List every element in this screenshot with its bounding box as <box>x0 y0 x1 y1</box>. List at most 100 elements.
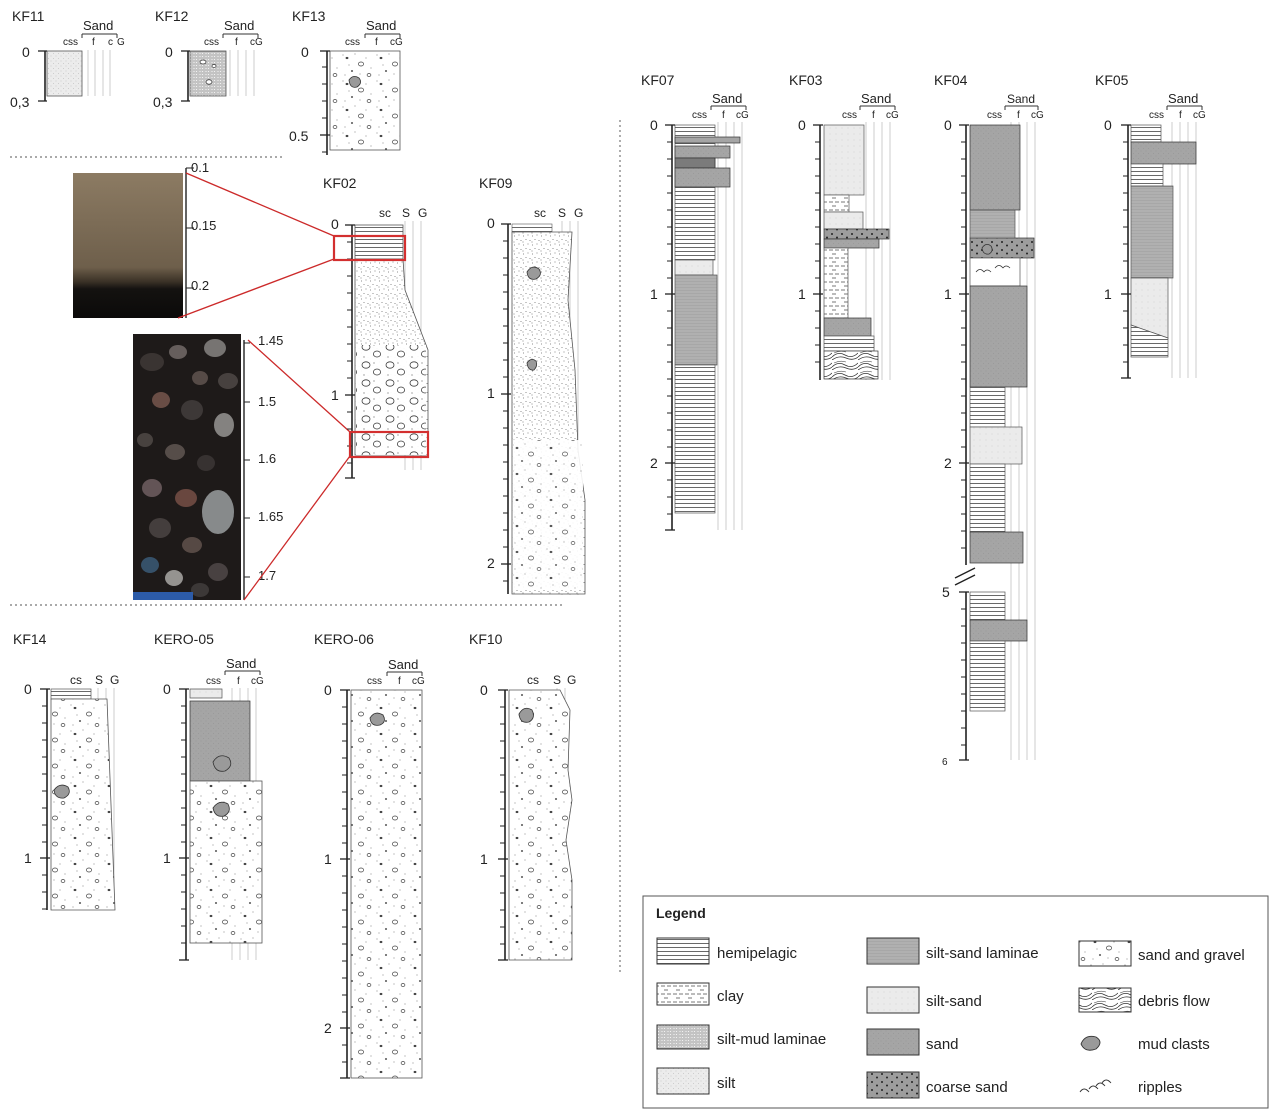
grain-S: S <box>402 206 410 220</box>
photo-scale: 1.45 <box>258 333 283 348</box>
depth-label: 0 <box>480 682 488 698</box>
legend-swatch-debris-flow <box>1078 987 1132 1013</box>
mud-clasts-icon <box>1080 1035 1101 1051</box>
grain-S: S <box>95 673 103 687</box>
grain-f: f <box>1179 110 1182 121</box>
column-title: KF09 <box>479 175 513 191</box>
sand-gravel-bed <box>50 698 116 911</box>
mud-clast-icon <box>526 266 541 280</box>
grain-css: css <box>1149 110 1164 121</box>
photo-scale: 1.5 <box>258 394 276 409</box>
depth-label: 2 <box>487 555 495 571</box>
core-photo-top: 0.1 0.15 0.2 <box>73 160 335 319</box>
legend-swatch-sand <box>866 1028 920 1056</box>
column-kf04: KF04 Sand css f cG <box>934 72 1044 768</box>
legend-swatch-silt-sand <box>866 986 920 1014</box>
grain-S: S <box>558 206 566 220</box>
legend-label: silt-mud laminae <box>717 1031 826 1048</box>
grain-css: css <box>345 37 360 48</box>
depth-label: 0 <box>798 117 806 133</box>
column-kf09: KF09 sc S G 0 1 2 <box>479 175 586 595</box>
column-kf14: KF14 cs S G 0 1 <box>13 631 119 911</box>
legend-label: sand and gravel <box>1138 947 1245 964</box>
depth-label: 0 <box>301 44 309 60</box>
sand-gravel-bed <box>329 50 401 151</box>
grain-f: f <box>872 110 875 121</box>
gravel-bed <box>356 345 426 455</box>
grain-css: css <box>692 110 707 121</box>
legend-swatch-silt <box>656 1067 710 1095</box>
grain-cG: cG <box>250 37 263 48</box>
column-kero-06: KERO-06 Sand css f cG 0 1 2 <box>314 631 425 1079</box>
mud-clast-icon <box>526 359 538 371</box>
legend-label: debris flow <box>1138 993 1210 1010</box>
grain-g: G <box>117 37 125 48</box>
mud-clast-icon <box>981 244 993 255</box>
grain-f: f <box>1017 110 1020 121</box>
photo-scale: 0.2 <box>191 278 209 293</box>
column-title: KERO-06 <box>314 631 374 647</box>
zoom-box-top <box>332 234 407 262</box>
depth-label: 1 <box>480 851 488 867</box>
column-title: KF03 <box>789 72 823 88</box>
legend-swatch-hemipelagic <box>656 937 710 965</box>
silt-mud-bed <box>189 50 227 97</box>
grain-sc: sc <box>534 206 546 220</box>
depth-label: 0 <box>331 216 339 232</box>
grain-css: css <box>987 110 1002 121</box>
column-title: KF05 <box>1095 72 1129 88</box>
ripples-icon <box>1079 1079 1112 1093</box>
photo-scale: 1.6 <box>258 451 276 466</box>
mud-clast-icon <box>212 755 232 772</box>
grain-cG: cG <box>736 110 749 121</box>
grain-G: G <box>110 673 119 687</box>
mud-clast-icon <box>369 712 385 726</box>
column-title: KF11 <box>12 8 45 24</box>
legend: Legend hemipelagic clay silt-mud laminae… <box>642 895 1269 1109</box>
mud-clast-icon <box>518 707 534 723</box>
column-title: KF10 <box>469 631 503 647</box>
zoom-box-bottom <box>348 430 430 459</box>
depth-label: 1 <box>650 286 658 302</box>
grain-cG: cG <box>1031 110 1044 121</box>
depth-label: 2 <box>650 455 658 471</box>
column-kf11: KF11 Sand css f c G 0 0,3 <box>10 8 125 110</box>
depth-label: 2 <box>944 455 952 471</box>
column-title: KF02 <box>323 175 357 191</box>
column-kf05: KF05 Sand css f cG 0 1 <box>1095 72 1206 379</box>
photo-scale: 1.7 <box>258 568 276 583</box>
sand-label: Sand <box>861 91 891 106</box>
photo-scale: 1.65 <box>258 509 283 524</box>
depth-label: 0.5 <box>289 128 309 144</box>
column-title: KF13 <box>292 8 326 24</box>
depth-label: 0 <box>324 682 332 698</box>
legend-swatch-sand-gravel <box>1078 940 1132 967</box>
mud-clast-icon <box>53 784 70 799</box>
grain-f: f <box>375 37 378 48</box>
grain-G: G <box>567 673 576 687</box>
column-kf10: KF10 cs S G 0 1 <box>469 631 576 961</box>
legend-label: mud clasts <box>1138 1036 1210 1053</box>
depth-label: 1 <box>487 385 495 401</box>
sand-label: Sand <box>1007 92 1035 106</box>
sand-label: Sand <box>388 657 418 672</box>
depth-label: 0 <box>1104 117 1112 133</box>
mud-clast-icon <box>212 801 230 817</box>
depth-label: 0 <box>165 44 173 60</box>
grain-cG: cG <box>390 37 403 48</box>
grain-css: css <box>367 676 382 687</box>
sand-gravel-bed <box>508 689 573 961</box>
grain-cs: cs <box>527 673 539 687</box>
grain-cs: cs <box>70 673 82 687</box>
column-kf12: KF12 Sand css f cG 0 0,3 <box>153 8 263 110</box>
grain-cG: cG <box>412 676 425 687</box>
depth-label: 1 <box>1104 286 1112 302</box>
hemipelagic-bed <box>354 224 404 260</box>
depth-label: 0 <box>22 44 30 60</box>
sand-label: Sand <box>712 91 742 106</box>
depth-label: 0 <box>487 215 495 231</box>
sand-label: Sand <box>1168 91 1198 106</box>
grain-cG: cG <box>1193 110 1206 121</box>
depth-label: 1 <box>163 850 171 866</box>
core-photo-image <box>73 173 183 318</box>
